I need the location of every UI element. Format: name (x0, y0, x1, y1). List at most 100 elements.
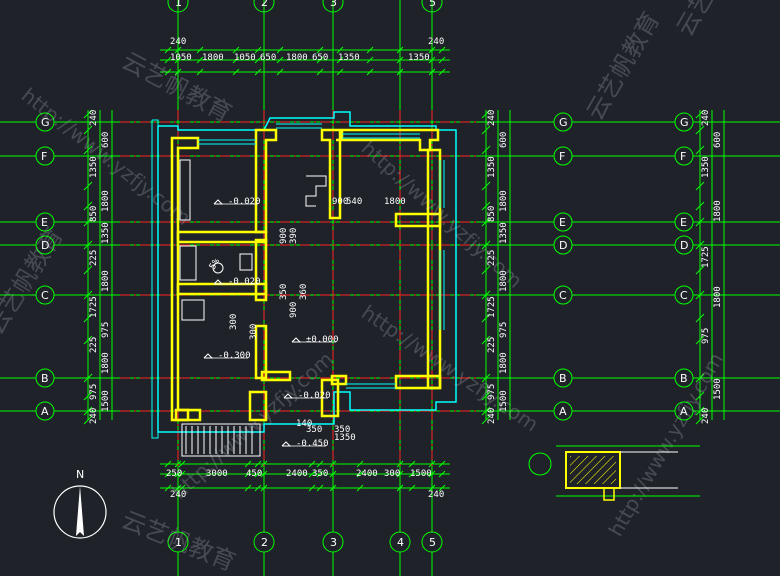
row-axis-label: G (41, 116, 50, 129)
dim-tick (366, 68, 374, 76)
dim-tick (174, 484, 182, 492)
dim-tick (695, 145, 705, 155)
dim-tick (329, 484, 337, 492)
dim-tick (254, 460, 262, 468)
top-dim-label: 1050 (234, 53, 256, 63)
side-dim-label: 225 (89, 250, 99, 266)
side-dim-label: 1725 (487, 296, 497, 318)
dim-tick (481, 313, 491, 323)
side-dim-label: 1500 (101, 390, 111, 412)
watermark-text: 云艺帆教育 (581, 7, 665, 125)
bottom-axis-circle (389, 531, 411, 553)
dim-tick (232, 56, 240, 64)
bottom-dim-label: 2400 (286, 469, 308, 479)
dim-tick (83, 373, 93, 383)
row-axis-circle (674, 212, 694, 232)
dim-tick (329, 470, 337, 478)
dim-tick (408, 460, 416, 468)
wall-section-detail (528, 445, 700, 501)
dim-tick (695, 290, 705, 300)
dim-tick (196, 56, 204, 64)
row-axis-label: B (41, 372, 49, 385)
bottom-axis-label: 5 (429, 536, 436, 549)
right-side-dim-label: 1800 (713, 200, 723, 222)
dim-tick (196, 68, 204, 76)
side-dim-label: 975 (101, 322, 111, 338)
dim-tick (695, 406, 705, 416)
interior-stair (305, 175, 327, 207)
inner-dim-label: 900 (332, 197, 348, 207)
dim-tick (254, 56, 262, 64)
row-axis-circle (35, 146, 55, 166)
side-dim-label: 1800 (101, 190, 111, 212)
dim-tick (164, 68, 172, 76)
dim-tick (438, 460, 446, 468)
level-outside: -0.450 (296, 439, 329, 449)
right-side-dim-label: 600 (713, 132, 723, 148)
dim-tick (481, 415, 491, 425)
dim-tick (481, 145, 491, 155)
side-dim-label: 1725 (89, 296, 99, 318)
row-axis-circle (674, 285, 694, 305)
row-axis-label: A (680, 405, 688, 418)
front-steps (181, 423, 261, 457)
side-dim-label: 600 (101, 132, 111, 148)
dim-tick (254, 484, 262, 492)
building-outline (157, 111, 457, 433)
dim-tick (83, 265, 93, 275)
dim-tick (83, 415, 93, 425)
dim-tick (695, 265, 705, 275)
row-axis-bubble: C (35, 285, 55, 305)
row-axis-bubble: A (35, 401, 55, 421)
dim-tick (260, 484, 268, 492)
side-dim-label: 975 (89, 384, 99, 400)
dim-tick (276, 68, 284, 76)
dim-tick (316, 68, 324, 76)
dim-tick (695, 335, 705, 345)
side-dim-label: 240 (89, 408, 99, 424)
dim-tick (174, 68, 182, 76)
row-axis-label: D (41, 239, 49, 252)
bottom-dim-label: 3000 (206, 469, 228, 479)
walls (151, 111, 457, 457)
bottom-outer-dim-right: 240 (428, 490, 444, 500)
wall-segment (174, 408, 202, 422)
side-dim-label: 225 (487, 250, 497, 266)
dim-tick (396, 470, 404, 478)
row-axis-bubble: F (674, 146, 694, 166)
dim-tick (308, 460, 316, 468)
bottom-axis-label: 3 (330, 536, 337, 549)
dim-tick (316, 484, 324, 492)
dim-tick (244, 484, 252, 492)
dim-tick (276, 46, 284, 54)
right-side-dim-label: 1725 (701, 246, 711, 268)
row-axis-bubble: D (35, 235, 55, 255)
dim-tick (481, 406, 491, 416)
stair-line (305, 175, 327, 207)
dim-tick (481, 290, 491, 300)
dim-tick (396, 484, 404, 492)
top-axis-bubble: 1 (167, 0, 189, 13)
inner-dim-label: 350 (279, 284, 289, 300)
row-axis-label: B (680, 372, 688, 385)
side-dim-label: 1350 (487, 156, 497, 178)
row-axis-circle (553, 401, 573, 421)
wall-segment (254, 324, 268, 380)
side-dim-label: 975 (499, 322, 509, 338)
dim-tick (316, 460, 324, 468)
dim-tick (83, 109, 93, 119)
dim-tick (244, 460, 252, 468)
row-axis-circle (674, 235, 694, 255)
inner-dim-label: 360 (299, 284, 309, 300)
dim-tick (336, 68, 344, 76)
dim-tick (695, 201, 705, 211)
row-axis-bubble: B (553, 368, 573, 388)
top-axis-circle (421, 0, 443, 13)
side-dim-label: 850 (89, 206, 99, 222)
row-axis-bubble: D (553, 235, 573, 255)
row-axis-label: C (559, 289, 567, 302)
level-marker (281, 441, 292, 447)
side-dim-label: 1800 (499, 270, 509, 292)
